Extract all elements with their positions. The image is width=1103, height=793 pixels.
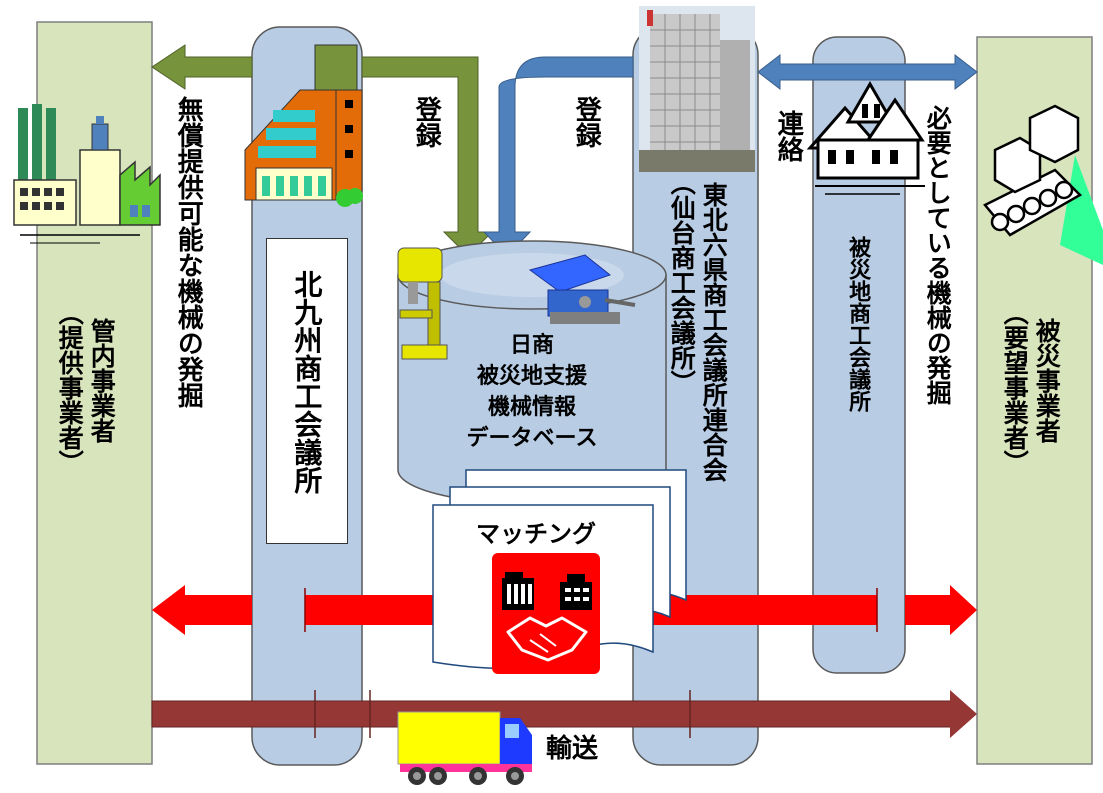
requester-name: 被災事業者: [1032, 318, 1062, 443]
contact-label: 連絡: [773, 110, 804, 162]
boxes-conveyor-icon: [983, 104, 1103, 265]
drill-press-icon: [397, 247, 448, 360]
database-text: 日商 被災地支援 機械情報 データベース: [410, 330, 654, 454]
green-arrow-left: [151, 44, 253, 90]
discover-needed-label: 必要としている機械の発掘: [923, 105, 953, 405]
contact-arrow: [757, 53, 978, 91]
database-line4: データベース: [466, 426, 598, 451]
truck-icon: [397, 711, 532, 785]
green-arrow-down: [361, 56, 494, 257]
database-line2: 被災地支援: [476, 364, 587, 389]
transport-arrow-head: [950, 690, 977, 738]
house-icon: [806, 81, 925, 195]
requester-sub: （要望事業者）: [1000, 300, 1030, 475]
factory-icon: [13, 104, 161, 244]
provider-name: 管内事業者: [87, 318, 117, 443]
handshake-icon: [492, 553, 600, 674]
disaster-cci-column: [812, 36, 906, 674]
disaster-cci-name: 被災地商工会議所: [845, 236, 871, 412]
building-photo: [639, 6, 755, 172]
database-line1: 日商: [509, 333, 554, 358]
discover-free-label: 無償提供可能な機械の発掘: [173, 96, 204, 408]
vise-icon: [528, 254, 636, 324]
transport-label: 輸送: [546, 734, 599, 764]
office-building-icon: [244, 44, 363, 207]
tohoku-sub: （仙台商工会議所）: [667, 170, 697, 395]
transport-arrow-band: [151, 700, 953, 728]
tohoku-name: 東北六県商工会議所連合会: [699, 182, 729, 482]
blue-arrow-down: [482, 56, 634, 257]
register-right-label: 登録: [571, 96, 602, 148]
red-arrow-right-outer: [905, 585, 977, 635]
red-arrow-left-outer: [152, 585, 252, 635]
matching-label: マッチング: [476, 520, 596, 548]
kitakyushu-label-box: [266, 238, 348, 544]
database-line3: 機械情報: [487, 395, 576, 420]
kitakyushu-name: 北九州商工会議所: [290, 270, 324, 494]
register-left-label: 登録: [411, 96, 442, 148]
provider-sub: （提供事業者）: [55, 300, 85, 475]
